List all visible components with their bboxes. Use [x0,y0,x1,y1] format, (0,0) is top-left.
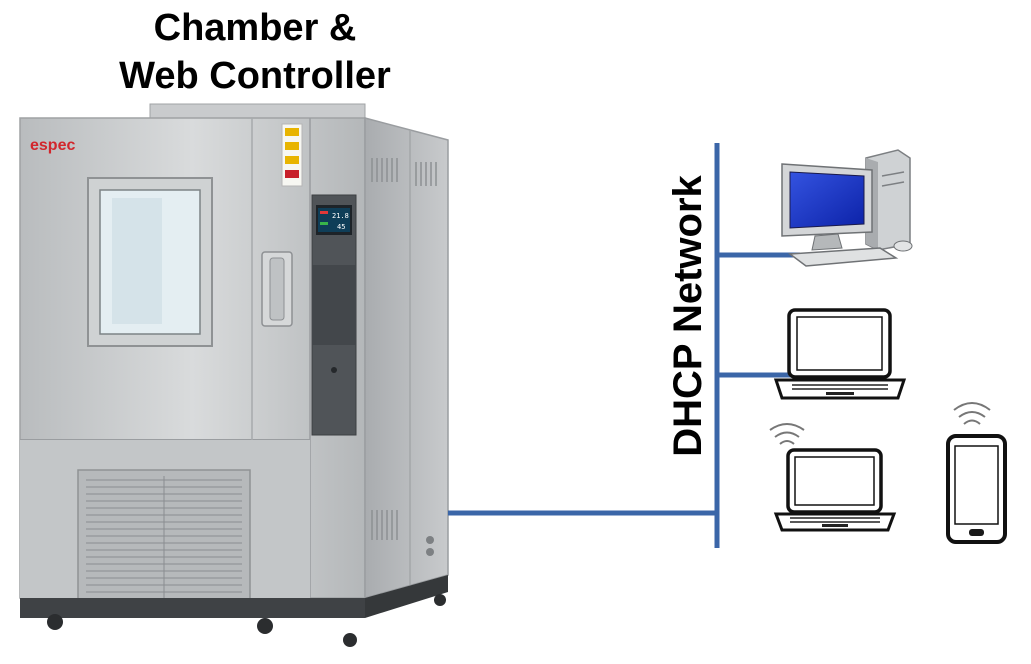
chamber-brand-logo: espec [30,137,75,154]
test-chamber-icon: espec 21.8 45 [19,103,449,647]
network-links [448,143,800,548]
wifi-signal-icon [769,423,805,445]
wifi-signal-icon [953,402,991,425]
diagram-title: Chamber & Web Controller [40,4,470,100]
controller-temp-readout: 21.8 [332,212,349,220]
wireless-laptop-icon [769,423,897,532]
network-label: DHCP Network [666,175,710,457]
desktop-computer-icon [781,149,913,267]
smartphone-icon [946,402,1007,544]
title-line-2: Web Controller [119,55,391,97]
chamber-controller-display: 21.8 45 [318,208,350,232]
title-line-1: Chamber & [153,7,357,49]
laptop-icon [773,308,907,400]
controller-humidity-readout: 45 [337,223,345,231]
chamber-vent-grille [86,476,242,606]
